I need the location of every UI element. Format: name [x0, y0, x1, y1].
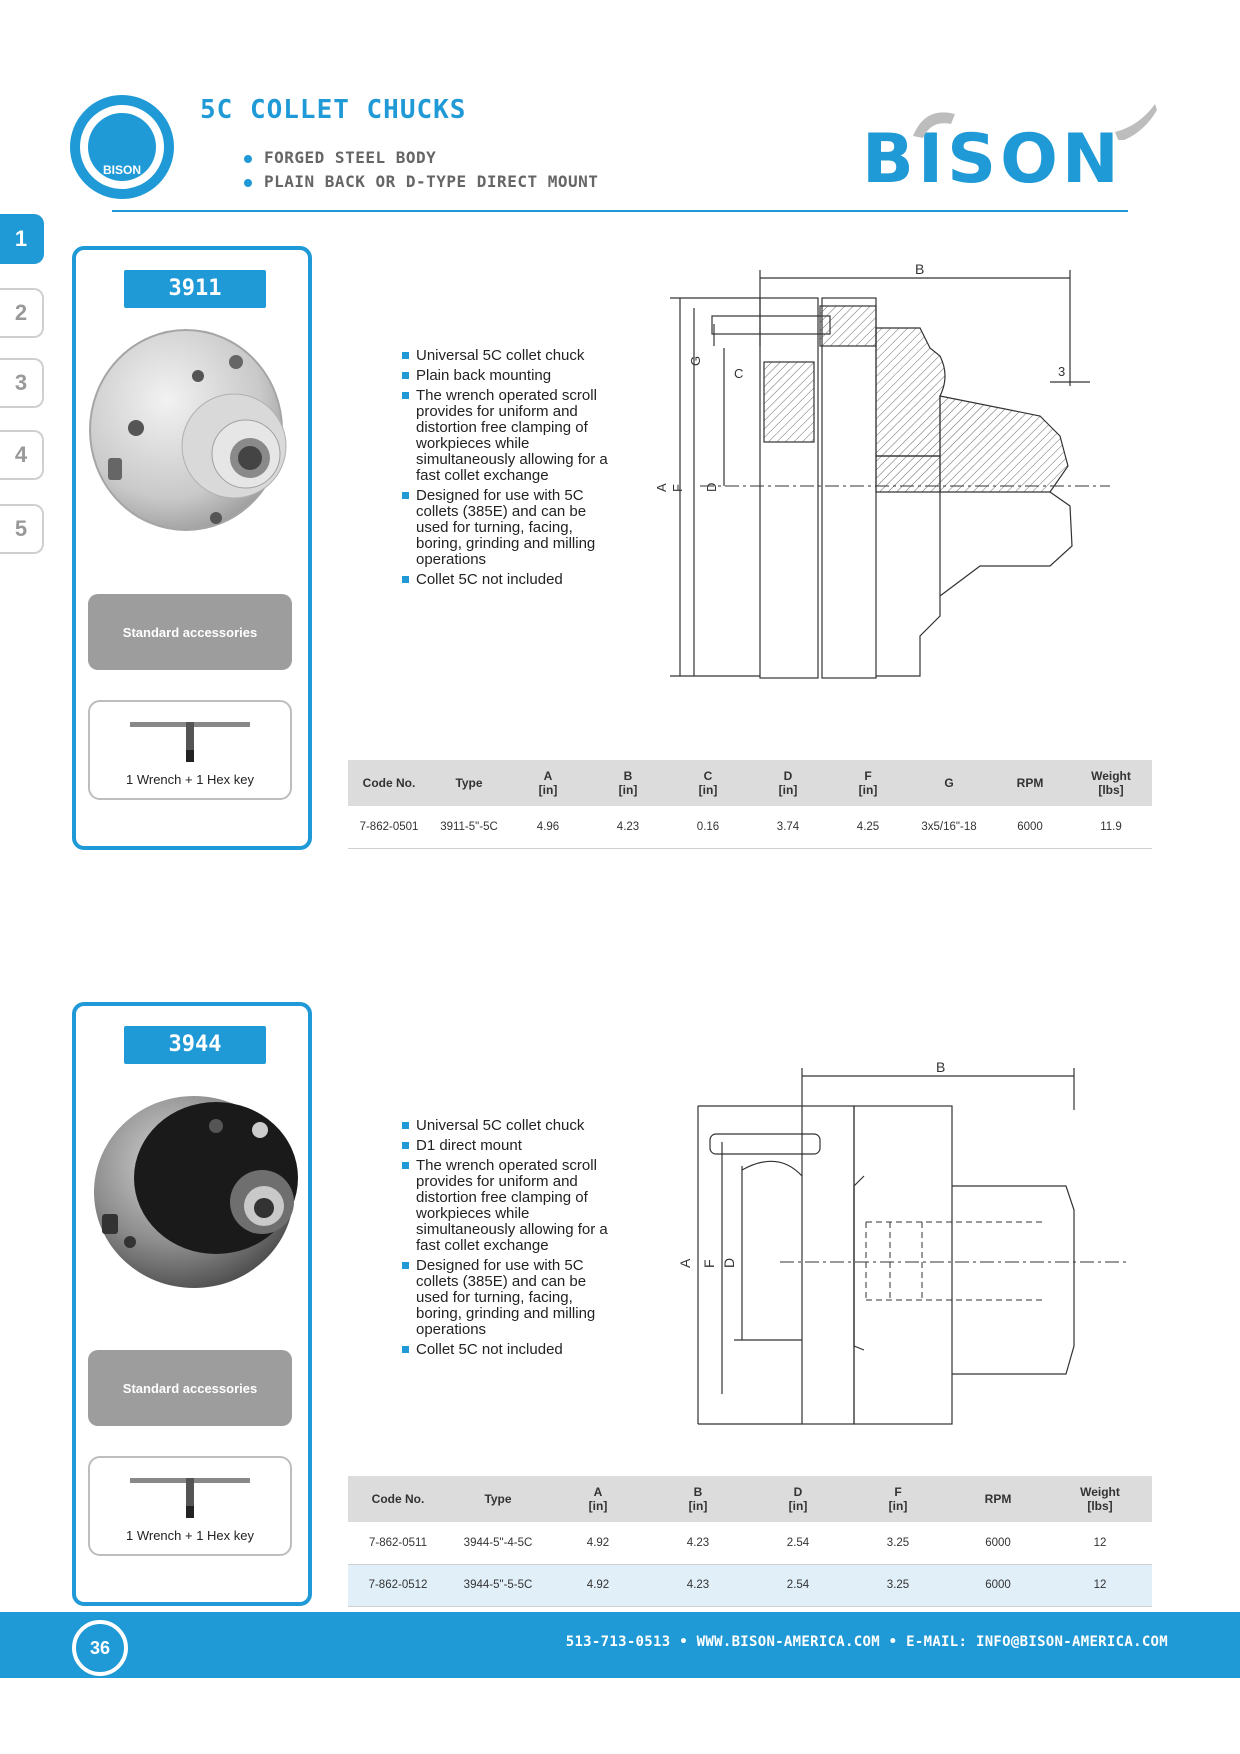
side-tab-3[interactable]: 3 — [0, 358, 44, 408]
col-header-code: Code No. — [348, 1476, 448, 1522]
dim-label-b: B — [915, 261, 924, 277]
accessories-title: Standard accessories — [88, 1350, 292, 1426]
feature-item: Collet 5C not included — [402, 1342, 612, 1358]
col-header-weight: Weight[lbs] — [1070, 760, 1152, 806]
col-header-a: A[in] — [508, 760, 588, 806]
feature-item: Designed for use with 5C collets (385E) … — [402, 1258, 612, 1338]
dim-label-a: A — [654, 483, 669, 492]
model-number: 3944 — [124, 1026, 266, 1064]
table-row: 7-862-0501 3911-5"-5C 4.96 4.23 0.16 3.7… — [348, 806, 1152, 849]
product-card-3911: 3911 Standard accessories 1 Wrench + 1 H… — [72, 246, 312, 850]
table-row: 7-862-0511 3944-5"-4-5C 4.92 4.23 2.54 3… — [348, 1522, 1152, 1565]
dim-label-d: D — [721, 1258, 737, 1268]
col-header-f: F[in] — [828, 760, 908, 806]
side-tab-1[interactable]: 1 — [0, 214, 44, 264]
col-header-b: B[in] — [588, 760, 668, 806]
col-header-a: A[in] — [548, 1476, 648, 1522]
accessories-box: 1 Wrench + 1 Hex key — [88, 1456, 292, 1556]
accessories-caption: 1 Wrench + 1 Hex key — [125, 1528, 254, 1543]
page-number: 36 — [72, 1620, 128, 1676]
feature-line-1: FORGED STEEL BODY — [244, 148, 436, 167]
col-header-c: C[in] — [668, 760, 748, 806]
col-header-type: Type — [448, 1476, 548, 1522]
col-header-rpm: RPM — [990, 760, 1070, 806]
feature-line-2: PLAIN BACK OR D-TYPE DIRECT MOUNT — [244, 172, 598, 191]
accessories-box: 1 Wrench + 1 Hex key — [88, 700, 292, 800]
spec-table-3911: Code No. Type A[in] B[in] C[in] D[in] F[… — [348, 760, 1152, 849]
wrench-icon — [130, 1478, 250, 1518]
brand-logo: BISON — [862, 120, 1123, 199]
col-header-rpm: RPM — [948, 1476, 1048, 1522]
table-row: 7-862-0512 3944-5"-5-5C 4.92 4.23 2.54 3… — [348, 1564, 1152, 1607]
technical-drawing-3944: B A F D — [677, 1059, 1130, 1425]
logo-label: BISON — [102, 163, 141, 177]
bull-horns-icon — [913, 104, 1157, 140]
col-header-d: D[in] — [748, 1476, 848, 1522]
model-number: 3911 — [124, 270, 266, 308]
dim-label-b: B — [936, 1059, 945, 1075]
dim-label-f: F — [670, 484, 685, 492]
feature-item: Plain back mounting — [402, 368, 612, 384]
bullet-dot-icon — [244, 154, 252, 163]
technical-drawing-3911: B G C 3 A F D — [654, 261, 1110, 679]
chuck-photo-3944 — [94, 1096, 298, 1288]
feature-item: The wrench operated scroll provides for … — [402, 388, 612, 484]
feature-item: Universal 5C collet chuck — [402, 348, 612, 364]
header-divider — [112, 210, 1128, 212]
table-header-row: Code No. Type A[in] B[in] C[in] D[in] F[… — [348, 760, 1152, 806]
dim-label-d: D — [704, 483, 719, 492]
bison-logo-emblem: BISON — [70, 95, 174, 199]
dim-label-f: F — [701, 1259, 717, 1268]
chuck-photo-3911 — [89, 329, 287, 531]
side-tab-2[interactable]: 2 — [0, 288, 44, 338]
feature-item: Designed for use with 5C collets (385E) … — [402, 488, 612, 568]
side-tab-4[interactable]: 4 — [0, 430, 44, 480]
feature-item: D1 direct mount — [402, 1138, 612, 1154]
page-title: 5C COLLET CHUCKS — [200, 95, 467, 125]
col-header-code: Code No. — [348, 760, 430, 806]
col-header-f: F[in] — [848, 1476, 948, 1522]
contact-info[interactable]: 513-713-0513 • WWW.BISON-AMERICA.COM • E… — [565, 1634, 1168, 1650]
col-header-g: G — [908, 760, 990, 806]
col-header-weight: Weight[lbs] — [1048, 1476, 1152, 1522]
spec-table-3944: Code No. Type A[in] B[in] D[in] F[in] RP… — [348, 1476, 1152, 1607]
product-card-3944: 3944 Standard accessories 1 Wrench + 1 H… — [72, 1002, 312, 1606]
side-tab-5[interactable]: 5 — [0, 504, 44, 554]
bullet-dot-icon — [244, 178, 252, 187]
table-header-row: Code No. Type A[in] B[in] D[in] F[in] RP… — [348, 1476, 1152, 1522]
wrench-icon — [130, 722, 250, 762]
dim-label-a: A — [677, 1258, 693, 1268]
bull-icon — [88, 113, 156, 181]
col-header-d: D[in] — [748, 760, 828, 806]
accessories-title: Standard accessories — [88, 594, 292, 670]
dim-label-c: C — [734, 366, 743, 381]
feature-item: Universal 5C collet chuck — [402, 1118, 612, 1134]
dim-label-3: 3 — [1058, 364, 1065, 379]
accessories-caption: 1 Wrench + 1 Hex key — [125, 772, 254, 787]
col-header-type: Type — [430, 760, 508, 806]
feature-list-3944: Universal 5C collet chuck D1 direct moun… — [402, 1118, 612, 1362]
dim-label-g: G — [688, 356, 703, 366]
feature-list-3911: Universal 5C collet chuck Plain back mou… — [402, 348, 612, 592]
col-header-b: B[in] — [648, 1476, 748, 1522]
feature-item: The wrench operated scroll provides for … — [402, 1158, 612, 1254]
feature-item: Collet 5C not included — [402, 572, 612, 588]
footer-bar — [0, 1612, 1240, 1678]
